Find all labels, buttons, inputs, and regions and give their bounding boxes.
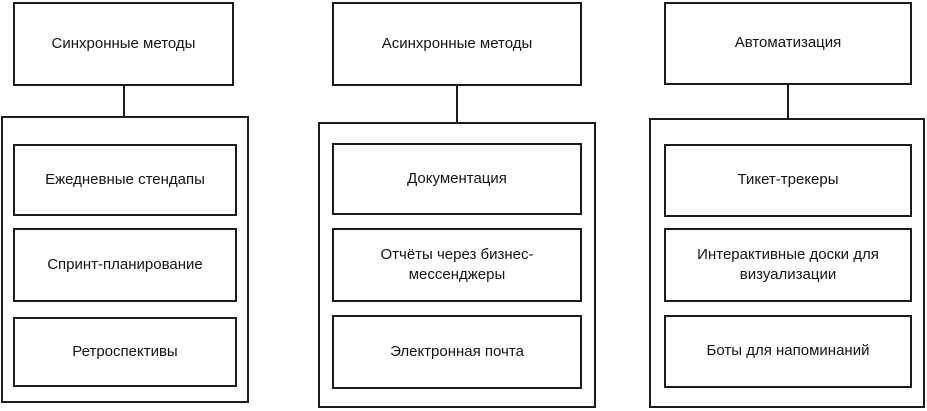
item-box-ticket-trackers: Тикет-трекеры (664, 144, 912, 217)
item-box-sprint-planning: Спринт-планирование (13, 228, 237, 302)
header-label: Асинхронные методы (381, 34, 533, 52)
item-box-daily-standups: Ежедневные стендапы (13, 144, 237, 216)
item-box-retrospectives: Ретроспективы (13, 317, 237, 387)
header-label: Синхронные методы (51, 34, 196, 52)
item-box-reminder-bots: Боты для напоминаний (664, 315, 912, 388)
header-box-synchronous-methods: Синхронные методы (13, 2, 234, 86)
group-container-asynchronous: Документация Отчёты через бизнес-мессенд… (318, 122, 596, 408)
item-label: Отчёты через бизнес-мессенджеры (380, 245, 534, 283)
item-label: Интерактивные доски для визуализации (697, 245, 879, 283)
header-label: Автоматизация (734, 34, 842, 52)
group-container-synchronous: Ежедневные стендапы Спринт-планирование … (1, 116, 249, 403)
item-label: Документация (407, 169, 507, 187)
arrow-line (123, 86, 125, 130)
item-box-email: Электронная почта (332, 315, 582, 389)
group-container-automation: Тикет-трекеры Интерактивные доски для ви… (649, 118, 925, 408)
arrow-line (456, 86, 458, 130)
header-box-automation: Автоматизация (664, 2, 912, 85)
item-box-documentation: Документация (332, 143, 582, 215)
item-label: Ретроспективы (72, 342, 178, 360)
item-label: Тикет-трекеры (737, 171, 839, 189)
item-box-interactive-boards: Интерактивные доски для визуализации (664, 228, 912, 302)
item-label: Боты для напоминаний (706, 342, 870, 360)
item-label: Ежедневные стендапы (45, 170, 205, 188)
item-label: Спринт-планирование (47, 255, 203, 273)
item-box-business-messenger-reports: Отчёты через бизнес-мессенджеры (332, 228, 582, 302)
arrow-line (787, 85, 789, 130)
item-label: Электронная почта (390, 342, 524, 360)
header-box-asynchronous-methods: Асинхронные методы (332, 2, 582, 86)
